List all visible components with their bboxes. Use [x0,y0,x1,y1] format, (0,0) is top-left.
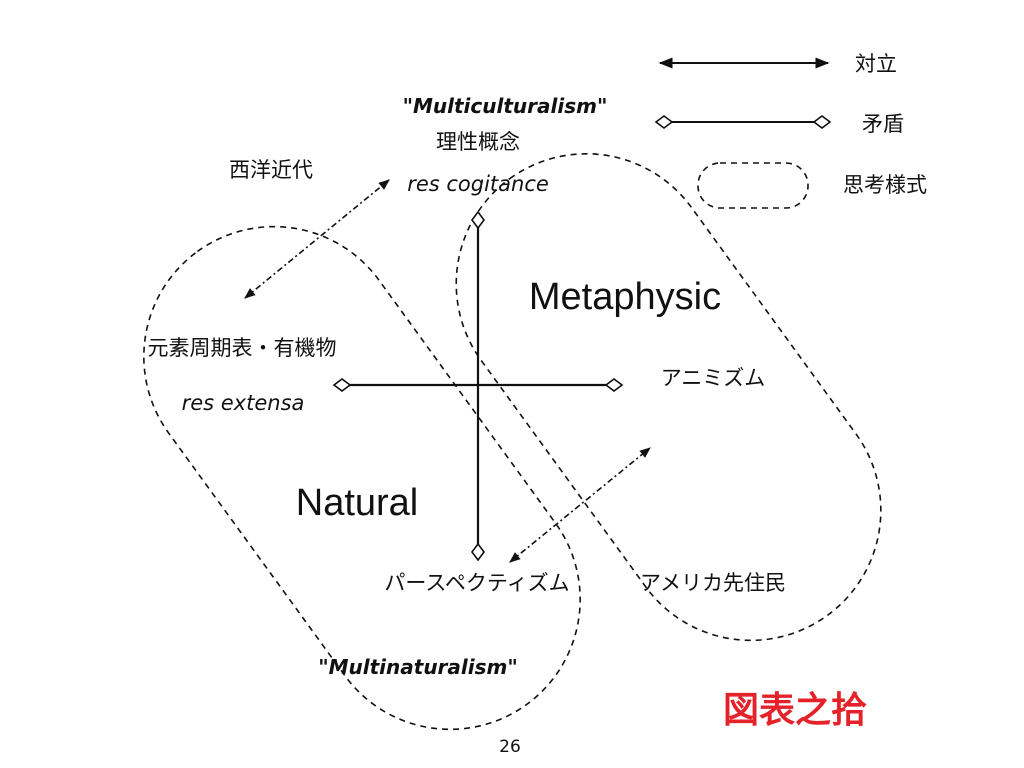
label-res-extensa: res extensa [182,391,305,415]
metaphysic-capsule [455,153,882,642]
diamond-bottom [471,542,485,562]
legend-thought-mode-capsule [697,162,809,209]
opposition-arrow-lower [509,447,651,563]
label-res-cogitance: res cogitance [407,172,549,196]
label-metaphysic: Metaphysic [529,276,721,318]
legend-thought-mode-label: 思考様式 [843,173,927,197]
legend-diamond-left [654,115,674,129]
label-natural: Natural [296,482,419,524]
label-western-modern: 西洋近代 [229,158,313,182]
label-periodic-table: 元素周期表・有機物 [148,336,337,360]
diamond-left [332,378,352,392]
label-multinaturalism: "Multinaturalism" [318,655,518,679]
legend-opposition-label: 対立 [855,52,897,76]
opposition-arrow-upper [244,179,390,299]
figure-title: 図表之拾 [723,690,867,731]
legend-contradiction-label: 矛盾 [862,112,904,136]
label-rationality: 理性概念 [436,130,520,154]
natural-capsule [143,225,581,731]
label-animism: アニミズム [661,366,766,390]
horizontal-contradiction-line [332,378,624,392]
diamond-top [471,210,485,230]
label-multiculturalism: "Multiculturalism" [403,94,608,118]
diamond-right [604,378,624,392]
page-number: 26 [499,737,521,757]
legend-diamond-right [812,115,832,129]
label-native-americans: アメリカ先住民 [640,571,786,595]
legend: 対立 矛盾 思考様式 [654,52,927,209]
label-perspectivism: パースペクティズム [384,571,569,595]
